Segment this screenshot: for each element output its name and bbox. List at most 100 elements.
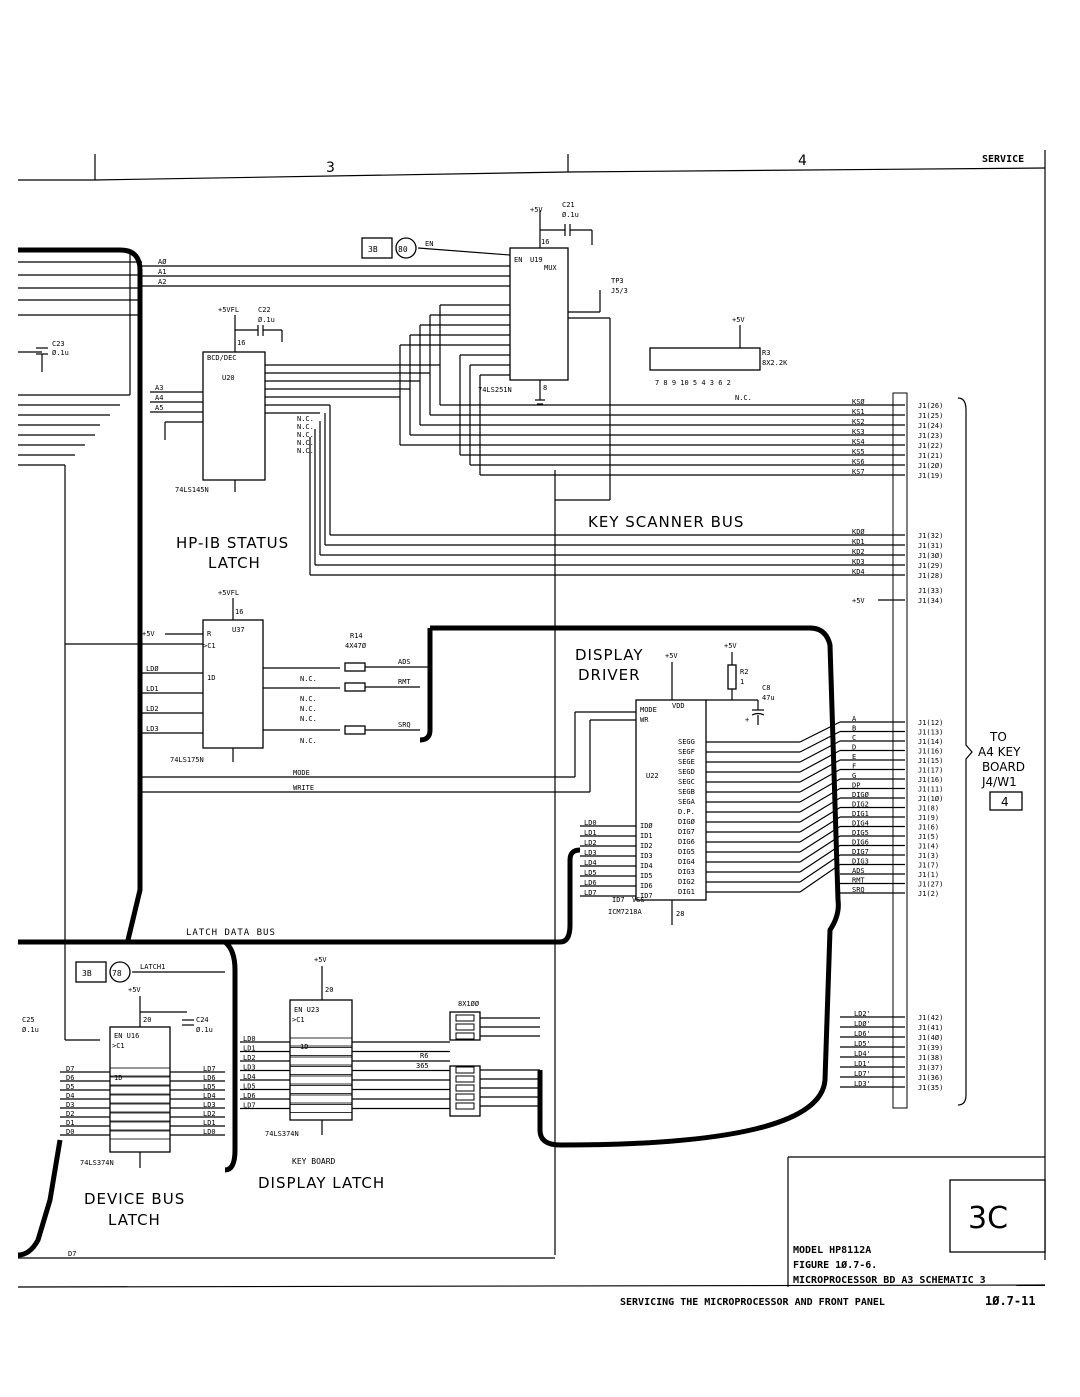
u37-latch: U37 R >C1 1D +5VFL 16 +5V 74LS175N LDØ L… (65, 589, 340, 764)
u23-cell (289, 1104, 353, 1113)
u20-nc-2: N.C. (297, 423, 314, 431)
j1-pin-ks: J1(19) (918, 472, 943, 480)
svg-text:ID7: ID7 (612, 896, 625, 904)
latch-label: LD7' (854, 1070, 871, 1078)
u16-cell (109, 1112, 171, 1122)
figure-text: FIGURE 1Ø.7-6. (793, 1259, 877, 1271)
svg-text:VSS: VSS (632, 896, 645, 904)
svg-text:U19: U19 (530, 256, 543, 264)
footer-page: 1Ø.7-11 (985, 1294, 1036, 1308)
u22-seg-pin: DIG1 (678, 888, 695, 896)
zone-4-label: 4 (798, 153, 807, 169)
disp-label: DIG4 (852, 820, 869, 828)
u22-seg-route (799, 844, 841, 873)
svg-text:U22: U22 (646, 772, 659, 780)
j1-pin-disp: J1(1) (918, 871, 939, 879)
latch-label: LD3' (854, 1080, 871, 1088)
j1-pin-disp: J1(17) (918, 767, 943, 775)
j1-pin-latch: J1(4Ø) (918, 1034, 943, 1042)
svg-text:20: 20 (325, 986, 333, 994)
r14-name: R14 (350, 632, 363, 640)
u22-seg-route (799, 854, 841, 883)
u22-seg-route (799, 806, 841, 833)
j1-pin-ks: J1(24) (918, 422, 943, 430)
r3-nc: N.C. (735, 394, 752, 402)
u20-nc-3: N.C. (297, 431, 314, 439)
j1-pin-ks: J1(26) (918, 402, 943, 410)
u22-seg-route (799, 835, 841, 863)
u22-id-net: LD0 (584, 819, 597, 827)
j1-pin-ks: J1(2Ø) (918, 462, 943, 470)
disp-label: E (852, 753, 856, 761)
u16-out-label: LD5 (203, 1083, 216, 1091)
u22-id-net: LD1 (584, 829, 597, 837)
u16-in-label: D6 (66, 1074, 74, 1082)
d7-bottom: D7 (18, 1250, 555, 1259)
kd-label: KD4 (852, 568, 865, 576)
j1-pin-disp: J1(16) (918, 776, 943, 784)
svg-text:ADS: ADS (398, 658, 411, 666)
j1-pin-disp: J1(11) (918, 786, 943, 794)
svg-text:7 8 9 10 5 4 3 6 2: 7 8 9 10 5 4 3 6 2 (655, 379, 731, 387)
kd-label: KD3 (852, 558, 865, 566)
j1-pin-disp: J1(6) (918, 824, 939, 832)
r3-value: 8X2.2K (762, 359, 788, 367)
description-text: MICROPROCESSOR BD A3 SCHEMATIC 3 (793, 1275, 986, 1286)
u37-plus5v: +5V (142, 630, 155, 638)
c21-name: C21 (562, 201, 575, 209)
u23-cell (289, 1085, 353, 1094)
zone-3-label: 3 (326, 160, 335, 176)
svg-text:EN U23: EN U23 (294, 1006, 319, 1014)
address-lines-u19: AØ A1 A2 (142, 258, 510, 287)
disp-label: RMT (852, 877, 865, 885)
disp-label: DIG2 (852, 801, 869, 809)
u16-cell (109, 1085, 171, 1095)
u22-seg-pin: DIG5 (678, 848, 695, 856)
addr-a1: A1 (158, 268, 166, 276)
tp3-ref: J5/3 (611, 287, 628, 295)
rn-resistor (455, 1084, 475, 1092)
c25-name: C25 (22, 1016, 35, 1024)
rn-resistor (455, 1093, 475, 1101)
u16-in-label: D3 (66, 1101, 74, 1109)
u22-seg-pin: DIG3 (678, 868, 695, 876)
disp-label: F (852, 763, 856, 771)
svg-text:LD1: LD1 (146, 685, 159, 693)
u22-id-net: LD7 (584, 889, 597, 897)
ks-label: KS4 (852, 438, 865, 446)
r3-name: R3 (762, 349, 770, 357)
j1-pin-disp: J1(27) (918, 881, 943, 889)
u22-seg-route (799, 797, 841, 823)
u22-id-pin: IDØ (640, 822, 653, 830)
svg-text:1D: 1D (114, 1074, 122, 1082)
u22-driver: MODE WR VDD U22 ICM7218A +5V 28 ID7 VSS … (580, 652, 841, 925)
ks-label: KSØ (852, 398, 865, 406)
u16-in-label: D0 (66, 1128, 74, 1136)
latch-label: LD5' (854, 1040, 871, 1048)
disp-label: DIG5 (852, 829, 869, 837)
addr-a4: A4 (155, 394, 163, 402)
u16-out-label: LD3 (203, 1101, 216, 1109)
u22-id-pin: ID2 (640, 842, 653, 850)
u22-seg-pin: DIG7 (678, 828, 695, 836)
j1-pin-5v: J1(34) (918, 597, 943, 605)
svg-text:EN: EN (514, 256, 522, 264)
svg-text:D7: D7 (68, 1250, 76, 1258)
svg-text:1D: 1D (300, 1043, 308, 1051)
u37-vcc: +5VFL (218, 589, 239, 597)
hpib-status-title-2: LATCH (208, 554, 261, 572)
display-driver-title-1: DISPLAY (575, 646, 644, 664)
u22-seg-route (799, 787, 841, 813)
svg-text:U20: U20 (222, 374, 235, 382)
en-label: EN (425, 240, 433, 248)
u22-id-net: LD3 (584, 849, 597, 857)
u22-seg-pin: DIGØ (678, 818, 696, 826)
latch-label: LDØ' (854, 1020, 871, 1028)
u23-in-label: LD1 (243, 1045, 256, 1053)
disp-label: G (852, 772, 856, 780)
svg-text:28: 28 (676, 910, 684, 918)
u16-latch: EN U16 >C1 1D +5V 20 C24 Ø.1u C25 Ø.1u 7… (22, 986, 225, 1168)
u16-in-label: D1 (66, 1119, 74, 1127)
u19-part: 74LS251N (478, 386, 512, 394)
u22-id-pin: ID1 (640, 832, 653, 840)
